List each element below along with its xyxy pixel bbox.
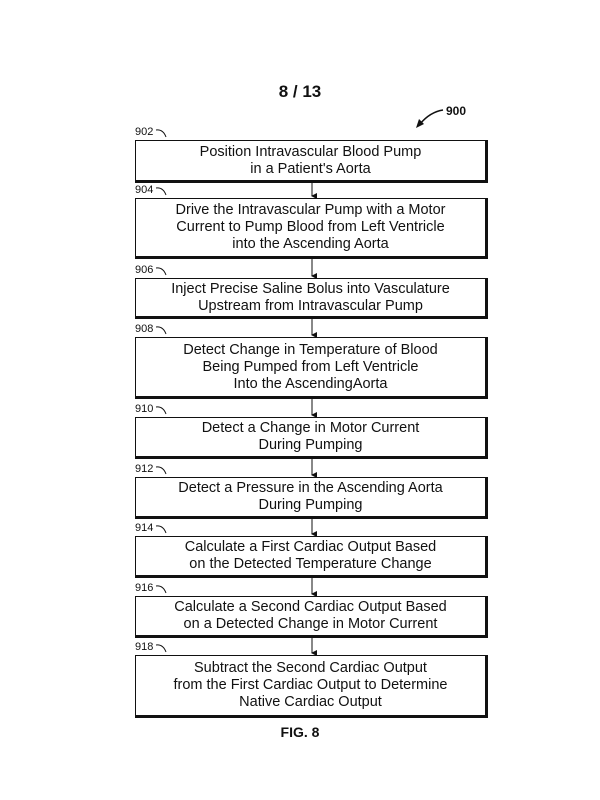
flowchart-step-910: Detect a Change in Motor Current During …	[135, 417, 488, 459]
leader-line	[156, 327, 166, 334]
leader-line	[156, 586, 166, 593]
flowchart-step-904: Drive the Intravascular Pump with a Moto…	[135, 198, 488, 259]
flowchart-step-906: Inject Precise Saline Bolus into Vascula…	[135, 278, 488, 319]
step-reference-label: 918	[135, 641, 153, 653]
step-reference-label: 916	[135, 582, 153, 594]
flowchart-step-916: Calculate a Second Cardiac Output Based …	[135, 596, 488, 638]
step-reference-label: 908	[135, 323, 153, 335]
step-reference-label: 906	[135, 264, 153, 276]
leader-line	[156, 407, 166, 414]
step-reference-label: 912	[135, 463, 153, 475]
figure-reference-arrow	[420, 110, 443, 124]
leader-line	[156, 130, 166, 137]
flowchart-step-908: Detect Change in Temperature of Blood Be…	[135, 337, 488, 399]
figure-caption: FIG. 8	[0, 724, 600, 740]
leader-line	[156, 645, 166, 652]
leader-line	[156, 268, 166, 275]
leader-line	[156, 526, 166, 533]
flowchart-step-902: Position Intravascular Blood Pump in a P…	[135, 140, 488, 183]
step-reference-label: 914	[135, 522, 153, 534]
flowchart-step-914: Calculate a First Cardiac Output Based o…	[135, 536, 488, 578]
flowchart-step-912: Detect a Pressure in the Ascending Aorta…	[135, 477, 488, 519]
flowchart-step-918: Subtract the Second Cardiac Output from …	[135, 655, 488, 718]
leader-line	[156, 188, 166, 195]
step-reference-label: 904	[135, 184, 153, 196]
step-reference-label: 910	[135, 403, 153, 415]
step-reference-label: 902	[135, 126, 153, 138]
leader-line	[156, 467, 166, 474]
